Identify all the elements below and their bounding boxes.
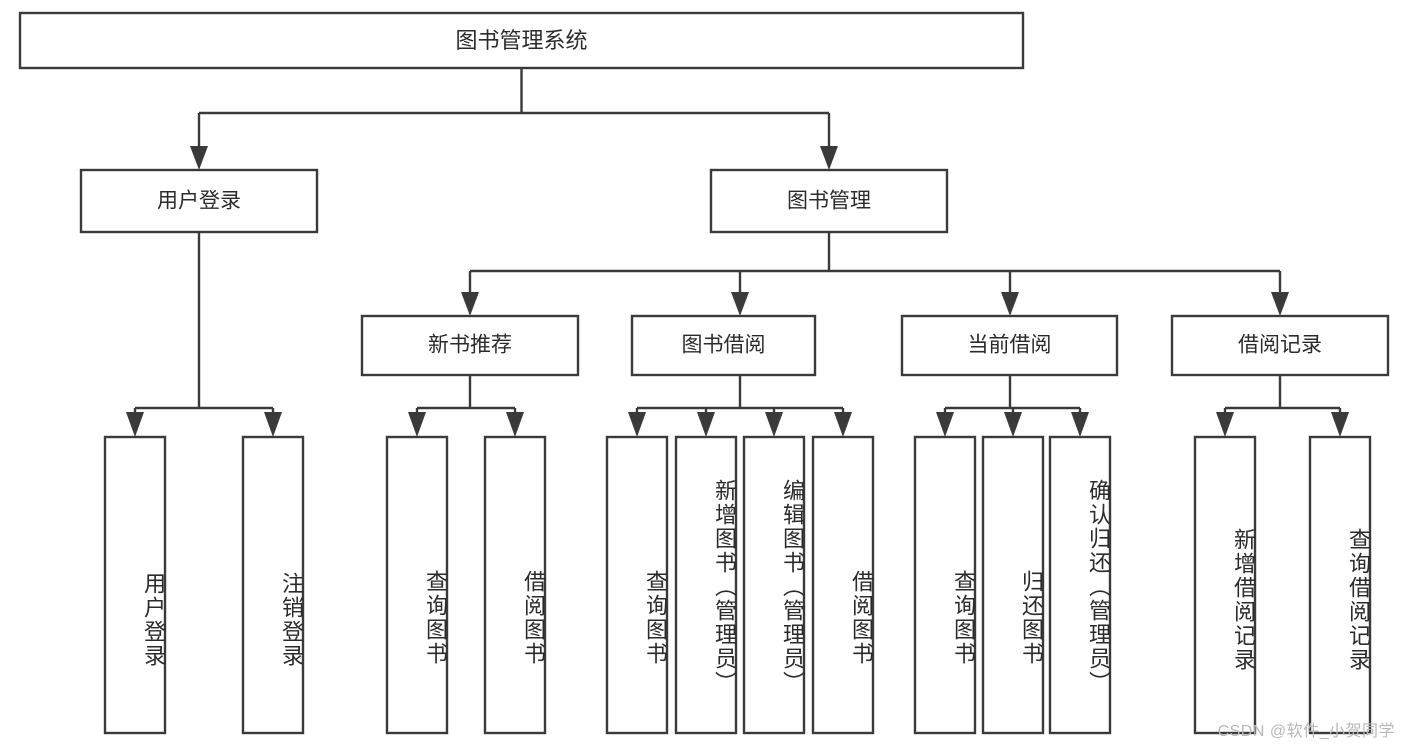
leaf-box-return-book[interactable]: [981, 435, 1045, 735]
leaf-box-logout[interactable]: [241, 435, 305, 735]
leaf-box-layer: [103, 435, 1372, 735]
leaf-box-add-record[interactable]: [1193, 435, 1257, 735]
arrow-to-leaf-edit-book: [765, 412, 783, 437]
arrow-to-leaf-user-login: [126, 412, 144, 437]
node-layer: 图书管理系统 用户登录 图书管理 新书推荐 图书借阅 当前: [18, 11, 1390, 735]
edge-layer: [126, 68, 1349, 437]
leaf-box-user-login[interactable]: [103, 435, 167, 735]
node-book-management[interactable]: 图书管理: [709, 168, 949, 234]
node-new-book-recommend[interactable]: 新书推荐: [360, 314, 580, 377]
node-book-borrow-label: 图书借阅: [682, 334, 766, 357]
node-current-borrow-label: 当前借阅: [968, 334, 1052, 357]
node-borrow-record-label: 借阅记录: [1238, 334, 1322, 357]
arrow-to-user-login: [190, 146, 208, 170]
leaf-box-add-book[interactable]: [674, 435, 738, 735]
leaf-box-query-record[interactable]: [1308, 435, 1372, 735]
arrow-to-leaf-borrow-book-b: [834, 412, 852, 437]
leaf-box-query-book-a[interactable]: [385, 435, 449, 735]
arrow-to-book-mgmt: [820, 146, 838, 170]
node-user-login[interactable]: 用户登录: [79, 168, 319, 234]
node-borrow-record[interactable]: 借阅记录: [1170, 314, 1390, 377]
arrow-to-leaf-query-book-c: [936, 412, 954, 437]
leaf-box-query-book-b[interactable]: [605, 435, 669, 735]
leaf-box-borrow-book-b[interactable]: [811, 435, 875, 735]
leaf-box-edit-book[interactable]: [742, 435, 806, 735]
node-user-login-label: 用户登录: [157, 190, 241, 213]
node-book-borrow[interactable]: 图书借阅: [630, 314, 817, 377]
leaf-box-borrow-book-a[interactable]: [483, 435, 547, 735]
arrow-to-leaf-add-book: [697, 412, 715, 437]
arrow-to-new-book-rec: [461, 292, 479, 316]
arrow-to-leaf-query-book-a: [408, 412, 426, 437]
arrow-to-leaf-borrow-book-a: [506, 412, 524, 437]
node-root-system-label: 图书管理系统: [455, 28, 587, 53]
arrow-to-current-borrow: [1001, 292, 1019, 316]
arrow-to-leaf-logout: [264, 412, 282, 437]
arrow-to-leaf-confirm-return: [1071, 412, 1089, 437]
node-new-book-recommend-label: 新书推荐: [428, 334, 512, 357]
node-current-borrow[interactable]: 当前借阅: [900, 314, 1119, 377]
arrow-to-leaf-return-book: [1004, 412, 1022, 437]
arrow-to-borrow-record: [1271, 292, 1289, 316]
node-book-management-label: 图书管理: [787, 190, 871, 213]
arrow-to-leaf-query-record: [1331, 412, 1349, 437]
node-root-system[interactable]: 图书管理系统: [18, 11, 1025, 70]
arrow-to-leaf-query-book-b: [628, 412, 646, 437]
arrow-to-leaf-add-record: [1216, 412, 1234, 437]
leaf-box-query-book-c[interactable]: [913, 435, 977, 735]
arrow-to-book-borrow: [731, 292, 749, 316]
leaf-box-confirm-return[interactable]: [1048, 435, 1112, 735]
